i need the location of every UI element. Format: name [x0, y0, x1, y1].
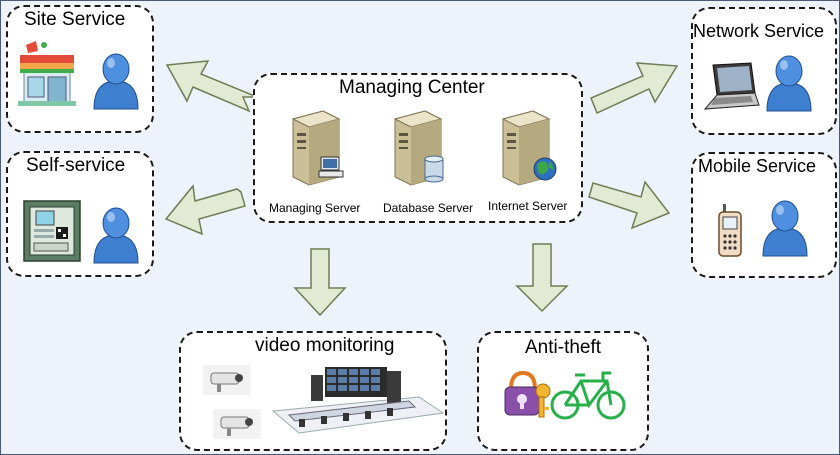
- mobile-phone-icon: [718, 204, 742, 257]
- kiosk-icon: [23, 200, 81, 262]
- monitoring-room-icon: [271, 367, 445, 434]
- video-monitoring-box: video monitoring: [179, 331, 447, 451]
- managing-server-icon: [291, 110, 344, 186]
- mobile-service-box: Mobile Service: [691, 152, 837, 278]
- laptop-icon: [703, 62, 760, 110]
- managing-center-box: Managing Center Managing Server Database…: [253, 73, 583, 223]
- camera-icon: [213, 409, 261, 439]
- video-monitoring-title: video monitoring: [255, 335, 395, 356]
- network-service-box: Network Service: [691, 7, 837, 135]
- database-server-icon: [393, 110, 444, 186]
- self-service-box: Self-service: [6, 151, 154, 277]
- arrow-to-network-service: [590, 62, 679, 115]
- anti-theft-box: Anti-theft: [477, 331, 649, 451]
- bicycle-icon: [550, 371, 626, 420]
- self-service-title: Self-service: [26, 155, 126, 176]
- internet-server-icon: [501, 110, 557, 186]
- user-icon: [762, 200, 808, 257]
- padlock-key-icon: [504, 370, 551, 418]
- managing-center-title: Managing Center: [339, 77, 485, 98]
- user-icon: [93, 207, 139, 264]
- managing-server-label: Managing Server: [269, 201, 361, 215]
- site-service-title: Site Service: [24, 9, 126, 30]
- anti-theft-title: Anti-theft: [525, 337, 602, 358]
- user-icon: [93, 53, 139, 110]
- database-server-label: Database Server: [383, 201, 474, 215]
- arrow-to-anti-theft: [515, 243, 569, 313]
- network-service-title: Network Service: [693, 21, 825, 41]
- arrow-to-video-monitoring: [293, 248, 347, 317]
- internet-server-label: Internet Server: [488, 199, 568, 213]
- shop-icon: [18, 41, 76, 106]
- arrow-to-mobile-service: [588, 180, 671, 230]
- camera-icon: [203, 365, 251, 395]
- arrow-to-self-service: [164, 184, 246, 236]
- user-icon: [766, 55, 812, 112]
- mobile-service-title: Mobile Service: [698, 156, 817, 176]
- arrow-to-site-service: [165, 60, 258, 113]
- site-service-box: Site Service: [6, 5, 154, 133]
